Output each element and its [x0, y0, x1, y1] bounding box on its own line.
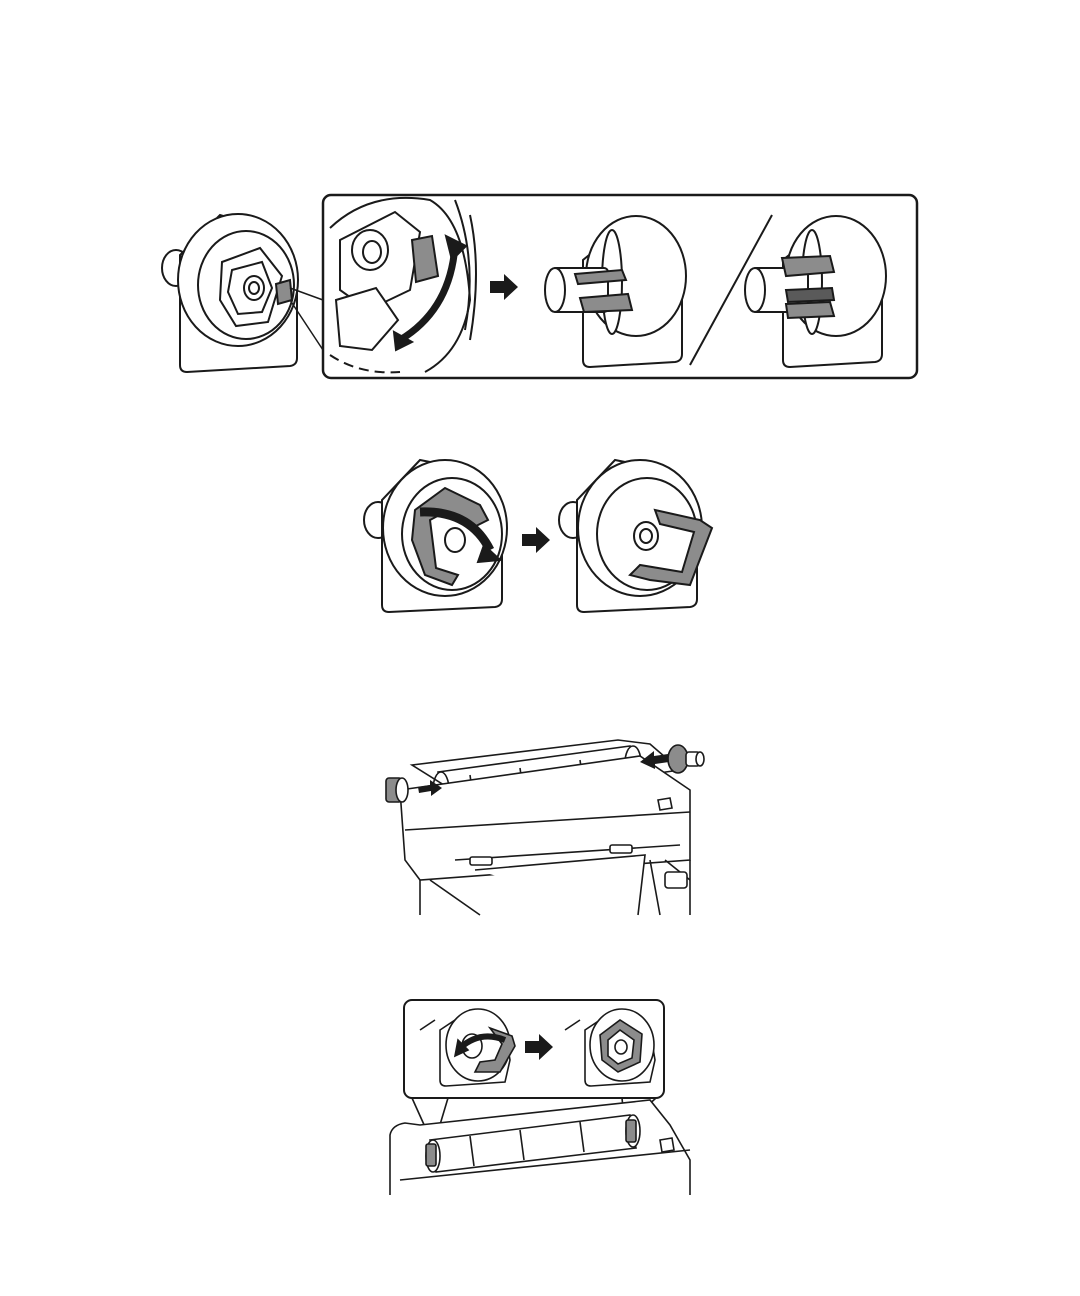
- adapter-side-view-alt-icon: [745, 216, 886, 367]
- arrow-right-icon: [490, 274, 518, 300]
- adapter-side-view-icon: [545, 216, 686, 367]
- roll-adapter-lever-released-icon: [559, 460, 712, 612]
- roll-adapter-lever-up-icon: [364, 460, 507, 612]
- roll-adapter-icon: [386, 778, 408, 802]
- arrow-right-icon: [418, 780, 442, 796]
- roll-adapter-locking-icon: [420, 1009, 515, 1086]
- alternate-divider: [690, 215, 772, 365]
- arrow-right-icon: [522, 527, 550, 553]
- arrow-right-icon: [525, 1034, 553, 1060]
- lock-lever-zoom-icon: [330, 198, 476, 372]
- zoom-callout-box: [404, 1000, 664, 1098]
- arrow-left-icon: [640, 751, 669, 769]
- roll-adapter-icon: [668, 745, 704, 773]
- roll-adapter-icon: [162, 214, 298, 372]
- printer-top-icon: [390, 1100, 690, 1195]
- zoom-callout-box: [323, 195, 917, 378]
- printer-with-roll-icon: [400, 740, 690, 915]
- roll-adapter-locked-icon: [565, 1009, 655, 1086]
